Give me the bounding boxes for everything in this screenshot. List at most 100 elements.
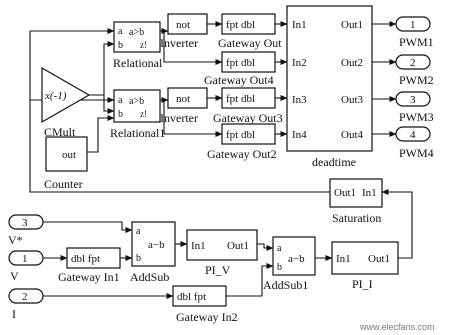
gateway-out3-block[interactable]: fpt dbl — [221, 87, 276, 109]
v-number: 1 — [22, 253, 28, 265]
gateway-out4-block[interactable]: fpt dbl — [221, 51, 276, 73]
deadtime-label: deadtime — [312, 155, 356, 169]
i-number: 2 — [22, 291, 28, 303]
addsub-operator: a−b — [148, 239, 165, 251]
counter-block[interactable]: out — [45, 136, 88, 172]
pi-v-block[interactable]: In1 Out1 — [186, 229, 258, 261]
deadtime-out2: Out2 — [341, 57, 363, 69]
gateway-in1-block[interactable]: dbl fpt — [66, 247, 121, 269]
pi-i-block[interactable]: In1 Out1 — [331, 241, 399, 275]
i-inport[interactable]: 2 — [8, 288, 44, 304]
signal-wires — [29, 20, 413, 300]
gateway-in2-block[interactable]: dbl fpt — [172, 285, 227, 307]
wire-relational-to-gwout4 — [163, 31, 223, 66]
pwm3-number: 3 — [410, 94, 416, 106]
saturation-port-out: Out1 — [334, 187, 356, 199]
gateway-out3-label: Gateway Out3 — [213, 111, 283, 125]
deadtime-out1: Out1 — [341, 19, 363, 31]
addsub-block[interactable]: a b a−b — [131, 221, 176, 267]
addsub-port-a: a — [136, 226, 141, 237]
addsub1-port-a: a — [277, 243, 282, 254]
addsub1-port-b: b — [277, 262, 282, 273]
inverter-block[interactable]: not — [167, 13, 208, 35]
relational1-port-a: a — [118, 95, 123, 106]
relational1-block[interactable]: a b a>b z! — [113, 89, 161, 123]
pwm3-label: PWM3 — [399, 110, 434, 124]
gateway-out-label: Gateway Out — [218, 36, 282, 50]
pwm3-outport[interactable]: 3 — [395, 91, 431, 107]
cmult-block[interactable]: x(-1) — [41, 66, 91, 124]
gateway-out3-text: fpt dbl — [226, 93, 255, 105]
relational1-port-b: b — [118, 109, 123, 120]
vstar-label: V* — [8, 233, 23, 247]
v-inport[interactable]: 1 — [8, 250, 44, 266]
gateway-out2-block[interactable]: fpt dbl — [221, 123, 276, 145]
deadtime-block[interactable]: In1 In2 In3 In4 Out1 Out2 Out3 Out4 — [286, 5, 373, 152]
gateway-out-block[interactable]: fpt dbl — [221, 13, 276, 35]
pwm4-outport[interactable]: 4 — [395, 126, 431, 142]
wire-cmult-to-relational1 — [103, 95, 115, 115]
saturation-port-in: In1 — [362, 187, 377, 199]
relational-block[interactable]: a b a>b z! — [113, 21, 161, 53]
deadtime-out3: Out3 — [341, 94, 364, 106]
wire-saturation-out — [29, 186, 330, 193]
deadtime-in1: In1 — [292, 19, 307, 31]
inverter1-text: not — [176, 93, 190, 105]
relational-operator: a>b — [129, 27, 144, 38]
pwm4-number: 4 — [410, 129, 416, 141]
counter-port-out: out — [62, 149, 76, 161]
pi-i-port-out: Out1 — [368, 253, 390, 265]
relational-port-b: b — [118, 40, 123, 51]
addsub1-label: AddSub1 — [263, 278, 308, 292]
pi-i-label: PI_I — [352, 277, 373, 291]
inverter1-block[interactable]: not — [167, 87, 208, 109]
vstar-inport[interactable]: 3 — [8, 214, 44, 230]
addsub1-block[interactable]: a b a−b — [272, 236, 316, 276]
relational-port-a: a — [118, 26, 123, 37]
gateway-in1-label: Gateway In1 — [58, 270, 120, 284]
addsub-port-b: b — [136, 253, 141, 264]
pi-i-port-in: In1 — [336, 253, 351, 265]
relational-label: Relational — [113, 56, 163, 70]
pwm4-label: PWM4 — [399, 146, 434, 160]
wire-vstar-to-addsub — [43, 221, 133, 234]
watermark-text: www.elecfans.com — [359, 322, 435, 332]
gateway-in2-label: Gateway In2 — [176, 310, 238, 324]
pwm2-outport[interactable]: 2 — [395, 54, 431, 70]
pwm1-label: PWM1 — [399, 35, 434, 49]
inverter-label: Inverter — [160, 36, 198, 50]
relational1-label: Relational1 — [110, 126, 165, 140]
deadtime-in3: In3 — [292, 94, 307, 106]
wire-pii-to-saturation — [381, 188, 413, 259]
wire-relational1-to-gwout2 — [163, 100, 223, 138]
pwm1-number: 1 — [410, 19, 416, 31]
wire-counter-out — [87, 114, 115, 153]
wire-cmult-out — [89, 40, 115, 96]
i-label: I — [12, 307, 16, 321]
addsub-label: AddSub — [130, 270, 169, 284]
gateway-in2-text: dbl fpt — [177, 291, 206, 303]
gateway-out2-text: fpt dbl — [226, 129, 255, 141]
pwm2-label: PWM2 — [399, 73, 434, 87]
gateway-out4-label: Gateway Out4 — [204, 73, 274, 87]
counter-label: Counter — [44, 177, 83, 191]
relational1-delay: z! — [140, 109, 147, 119]
wire-gwin2-to-addsub1 — [226, 262, 274, 297]
inverter-text: not — [176, 19, 190, 31]
vstar-number: 3 — [22, 217, 28, 229]
relational1-operator: a>b — [129, 96, 144, 107]
pi-v-label: PI_V — [205, 263, 231, 277]
inverter1-label: Inverter — [160, 111, 198, 125]
relational-delay: z! — [140, 40, 147, 50]
gateway-out4-text: fpt dbl — [226, 57, 255, 69]
saturation-block[interactable]: Out1 In1 — [329, 178, 383, 208]
pwm1-outport[interactable]: 1 — [395, 16, 431, 32]
deadtime-in4: In4 — [292, 129, 307, 141]
deadtime-in2: In2 — [292, 57, 307, 69]
pi-v-port-out: Out1 — [227, 240, 249, 252]
deadtime-out4: Out4 — [341, 129, 364, 141]
gateway-out2-label: Gateway Out2 — [207, 147, 277, 161]
gateway-in1-text: dbl fpt — [71, 253, 100, 265]
saturation-label: Saturation — [332, 211, 381, 225]
